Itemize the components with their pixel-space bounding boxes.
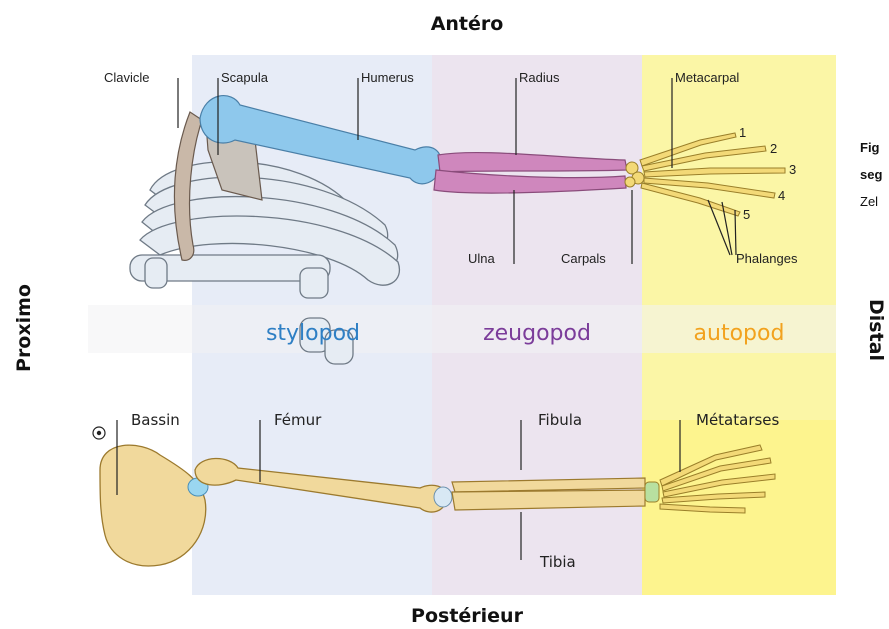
label-metatarses: Métatarses — [696, 411, 780, 429]
caption-line-3: Zel — [860, 188, 889, 215]
caption-line-1: Fig — [860, 134, 889, 161]
knee-joint — [434, 487, 452, 507]
pelvis-bone — [100, 445, 206, 566]
figure-caption: Fig seg Zel — [860, 134, 889, 215]
label-bassin: Bassin — [131, 411, 180, 429]
digit-5: 5 — [743, 207, 750, 222]
label-zeugopod: zeugopod — [483, 321, 591, 346]
label-posterieur: Postérieur — [411, 605, 524, 627]
label-femur: Fémur — [274, 411, 322, 429]
label-scapula: Scapula — [221, 70, 269, 85]
digit-3: 3 — [789, 162, 796, 177]
label-autopod: autopod — [694, 321, 785, 346]
label-proximo: Proximo — [13, 284, 35, 372]
label-humerus: Humerus — [361, 70, 414, 85]
label-clavicle: Clavicle — [104, 70, 150, 85]
digit-4: 4 — [778, 188, 785, 203]
label-radius: Radius — [519, 70, 560, 85]
label-tibia: Tibia — [539, 553, 576, 571]
caption-line-2: seg — [860, 161, 889, 188]
label-antero: Antéro — [431, 13, 504, 35]
label-fibula: Fibula — [538, 411, 582, 429]
label-carpals: Carpals — [561, 251, 606, 266]
label-stylopod: stylopod — [266, 321, 360, 346]
label-ulna: Ulna — [468, 251, 496, 266]
orientation-marker-dot — [97, 431, 101, 435]
tibia-bone — [452, 490, 645, 510]
digit-2: 2 — [770, 141, 777, 156]
label-phalanges: Phalanges — [736, 251, 798, 266]
digit-1: 1 — [739, 125, 746, 140]
label-distal: Distal — [865, 299, 887, 361]
label-metacarpal: Metacarpal — [675, 70, 739, 85]
